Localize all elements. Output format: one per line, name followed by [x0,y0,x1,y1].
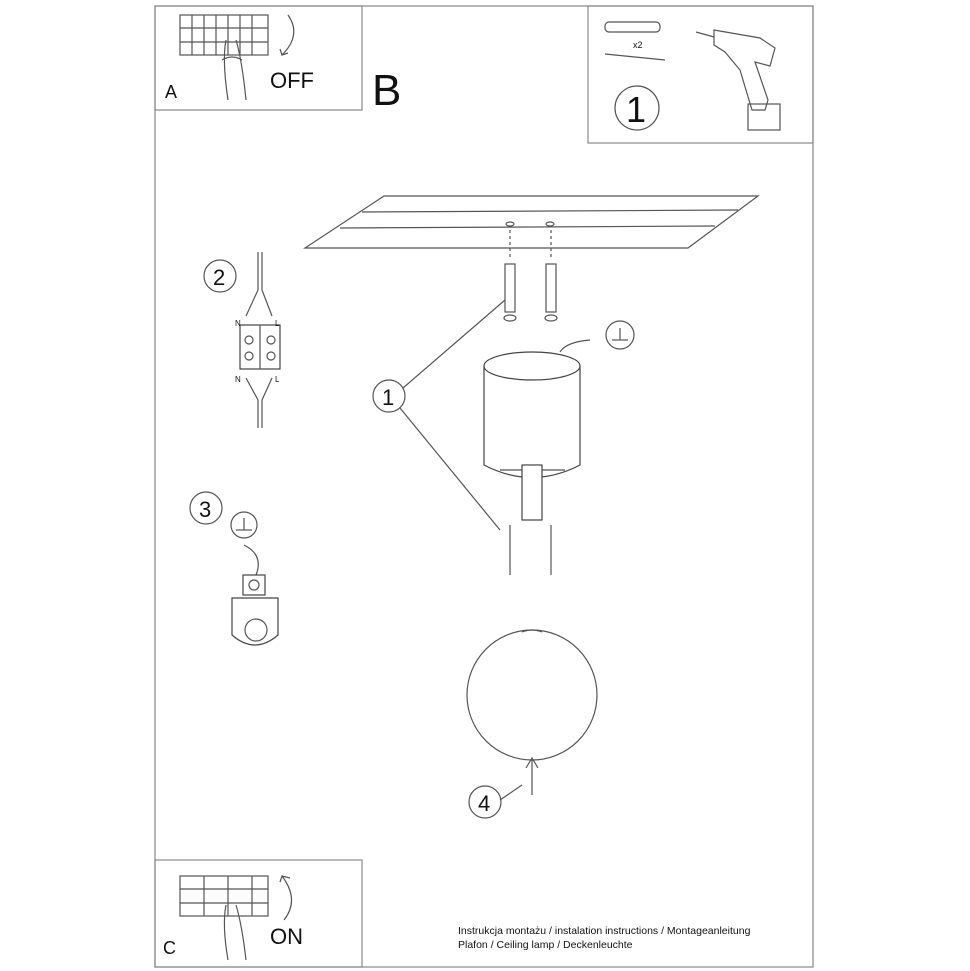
step-4-callout [468,785,502,819]
neutral-bottom-label: N [235,375,241,384]
screw-icon [604,53,666,61]
wall-plug-icon [604,21,661,33]
quantity-label: x2 [633,40,643,50]
drill-icon [695,29,781,131]
arrow-down-icon [279,14,295,57]
breaker-box-icon [179,14,269,56]
hand-icon [221,39,247,101]
neutral-top-label: N [235,319,241,328]
step-3-number: 3 [199,497,211,522]
panel-a-power-off: A OFF [154,5,363,111]
live-bottom-label: L [275,375,280,384]
wall-plugs [503,230,558,322]
step-1-callout-number: 1 [382,385,394,410]
lamp-canopy [483,320,635,521]
mounting-screws [509,525,552,575]
ground-terminal [230,511,279,646]
on-label: ON [270,924,303,949]
arrow-up-icon [525,756,539,795]
step-4-number: 4 [478,791,490,816]
ceiling [302,195,760,249]
terminal-block [239,252,281,428]
step-1-circle [614,85,660,131]
panel-tools: x2 1 [587,5,814,144]
step-2-callout [203,259,237,293]
arrow-up-icon [279,874,293,921]
step-1-number: 1 [626,89,646,130]
glass-shade [466,629,598,761]
step-1-callout [372,379,406,413]
step-2-number: 2 [213,265,225,290]
ground-symbol-icon [605,320,635,350]
panel-c-letter: C [163,938,176,958]
footer-title: Instrukcja montażu / instalation instruc… [458,925,751,937]
step-3-callout [189,491,223,525]
footer-subtitle: Plafon / Ceiling lamp / Deckenleuchte [458,939,633,951]
panel-b-letter: B [372,66,401,115]
panel-c-power-on: C ON [154,859,363,968]
panel-a-letter: A [165,82,177,102]
page-frame [154,5,814,968]
off-label: OFF [270,68,314,93]
breaker-box-icon [179,875,269,917]
live-top-label: L [275,319,280,328]
hand-icon [223,904,247,961]
